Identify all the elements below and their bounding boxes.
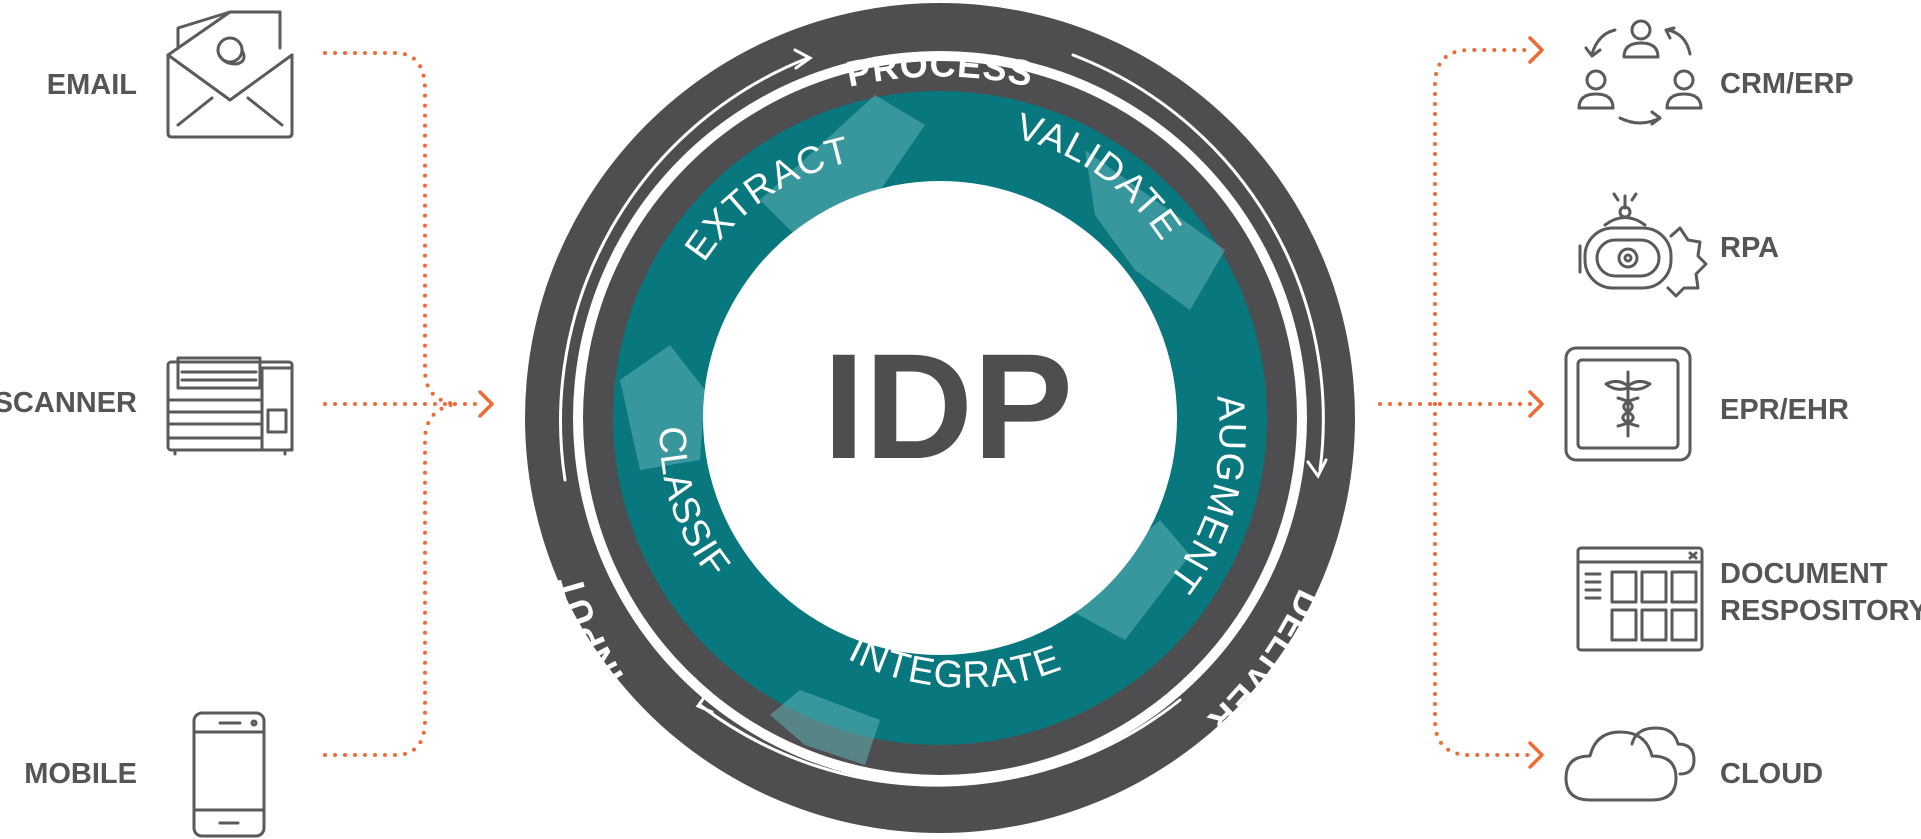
scanner-icon <box>166 356 294 456</box>
input-label-email: EMAIL <box>47 69 137 101</box>
output-document-repository: DOCUMENT RESPOSITORY <box>1576 546 1921 652</box>
connector-mobile <box>323 402 457 757</box>
input-label-mobile: MOBILE <box>24 758 137 790</box>
connector-arrowhead-left <box>478 390 494 418</box>
connector-arrowhead-cloud <box>1528 741 1544 769</box>
output-crm-erp: CRM/ERP <box>1577 19 1854 126</box>
connector-arrowhead-crm <box>1528 36 1544 64</box>
input-connectors <box>323 51 494 757</box>
chevron-integrate <box>770 690 880 765</box>
stage-chevrons <box>620 95 1225 765</box>
robot-gear-icon <box>1578 192 1708 298</box>
email-envelope-icon <box>166 10 294 139</box>
input-mobile: MOBILE <box>24 711 266 838</box>
document-repository-icon <box>1576 546 1704 652</box>
output-label-rpa: RPA <box>1720 232 1779 264</box>
cycle-arrows <box>559 48 1328 787</box>
chevron-extract <box>760 95 925 240</box>
chevron-classify <box>620 345 705 470</box>
chevron-validate <box>1085 150 1225 310</box>
center-white <box>703 181 1177 655</box>
output-cloud: CLOUD <box>1564 726 1823 802</box>
users-cycle-icon <box>1577 19 1703 126</box>
output-epr-ehr: EPR/EHR <box>1564 346 1849 462</box>
arrow-bottom <box>698 698 1182 787</box>
arrow-process-left <box>559 56 810 482</box>
chevron-augment <box>1070 520 1190 640</box>
central-cycle: PROCESS DELIVER INPUT EXTRACT VALIDATE A… <box>525 3 1355 833</box>
output-label-epr-ehr: EPR/EHR <box>1720 394 1849 426</box>
output-connectors <box>1378 36 1544 769</box>
output-label-document: DOCUMENT <box>1720 558 1888 590</box>
output-label-cloud: CLOUD <box>1720 758 1823 790</box>
output-label-crm-erp: CRM/ERP <box>1720 68 1854 100</box>
arrowhead-process-left <box>793 48 813 70</box>
input-scanner: SCANNER <box>0 356 294 456</box>
input-label-scanner: SCANNER <box>0 387 137 419</box>
medical-caduceus-icon <box>1564 346 1692 462</box>
output-label-respository: RESPOSITORY <box>1720 595 1921 627</box>
connector-arrowhead-epr <box>1528 390 1544 418</box>
input-sources: EMAIL SCANNER <box>0 10 294 838</box>
mobile-phone-icon <box>192 711 266 838</box>
cloud-icon <box>1564 726 1696 802</box>
arrowhead-bottom <box>695 693 714 714</box>
output-rpa: RPA <box>1578 192 1779 298</box>
arrow-process-right <box>1071 53 1325 472</box>
connector-email <box>323 51 457 406</box>
input-email: EMAIL <box>47 10 294 139</box>
center-title: IDP <box>823 322 1073 490</box>
arrowhead-process-right <box>1306 458 1328 479</box>
connector-crm <box>1433 48 1532 406</box>
connector-cloud <box>1433 402 1532 757</box>
output-targets: CRM/ERP RPA <box>1564 19 1921 802</box>
